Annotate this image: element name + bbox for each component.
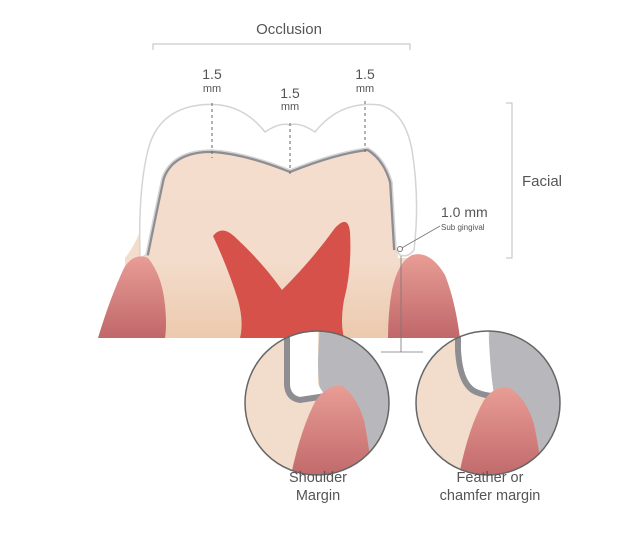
thickness-left-value: 1.5: [202, 66, 222, 82]
gingiva-right: [388, 254, 460, 338]
tooth-dentin: [125, 148, 420, 338]
thickness-guides: [211, 101, 366, 174]
occlusion-label: Occlusion: [256, 21, 322, 38]
thickness-center-unit: mm: [281, 101, 299, 113]
thickness-center-value: 1.5: [280, 85, 300, 101]
shoulder-margin-detail: [244, 330, 390, 476]
pulp-chamber: [213, 221, 351, 338]
crown-porcelain: [138, 103, 418, 259]
feather-margin-detail: [415, 330, 561, 476]
thickness-right-value: 1.5: [355, 66, 375, 82]
margin-depth-note: Sub gingival: [441, 223, 485, 232]
feather-caption-line1: Feather or: [457, 470, 524, 486]
gingiva-left: [98, 256, 166, 338]
thickness-left-unit: mm: [203, 83, 221, 95]
facial-bracket: [506, 102, 513, 259]
margin-depth-label: 1.0 mm: [441, 204, 488, 220]
thickness-right-unit: mm: [356, 83, 374, 95]
margin-point: [397, 246, 403, 252]
facial-label: Facial: [522, 173, 562, 190]
margin-leader-line: [399, 225, 441, 250]
detail-connector: [381, 256, 423, 353]
feather-caption-line2: chamfer margin: [440, 488, 541, 504]
shoulder-caption-line1: Shoulder: [289, 470, 347, 486]
occlusion-bracket: [152, 43, 411, 50]
shoulder-caption-line2: Margin: [296, 488, 340, 504]
